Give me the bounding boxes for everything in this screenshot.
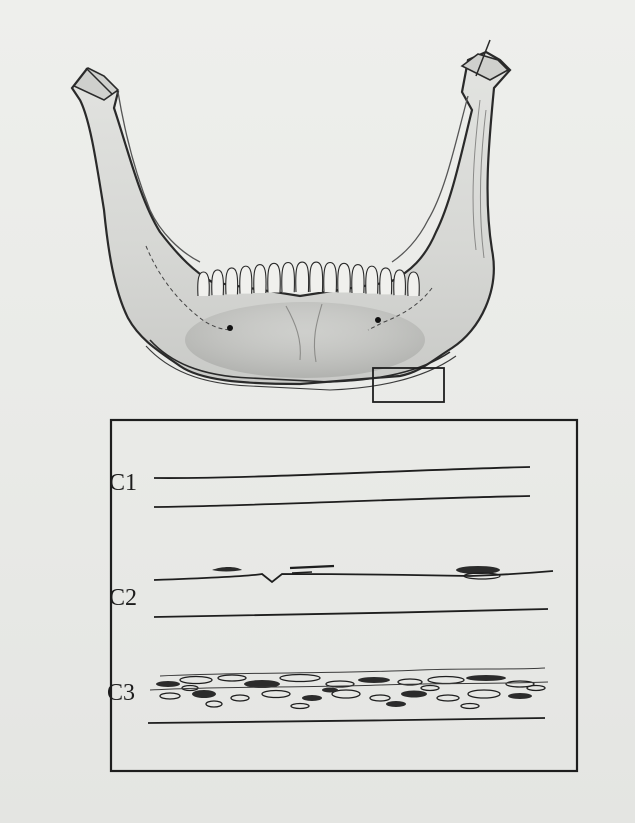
c3-lacuna: [262, 691, 290, 698]
c3-lacuna: [421, 686, 439, 691]
class-c3: C3: [107, 668, 548, 723]
c3-lacuna: [428, 677, 464, 684]
tooth: [282, 262, 295, 292]
tooth: [268, 263, 281, 292]
cortex-index-panel: C1 C2 C3: [107, 420, 577, 771]
label-c1: C1: [109, 470, 137, 496]
c3-lacuna: [280, 675, 320, 682]
c3-lacuna: [322, 688, 338, 693]
c3-lacuna: [508, 693, 532, 699]
c2-lacuna: [212, 567, 242, 572]
label-c3: C3: [107, 680, 135, 706]
c2-resorption-marks: [212, 566, 500, 579]
c3-lacuna: [180, 677, 212, 684]
right-mental-foramen: [375, 317, 381, 323]
c3-lacuna: [370, 695, 390, 701]
c3-lacuna: [437, 695, 459, 701]
mandible-drawing: [72, 40, 510, 402]
c3-trabecular-strand: [160, 668, 545, 676]
c1-periosteal-line: [154, 496, 530, 507]
c3-porous-cortex: [150, 668, 548, 709]
teeth-row: [198, 262, 420, 296]
tooth: [212, 270, 224, 295]
c3-lacuna: [358, 677, 390, 683]
c3-lacuna: [192, 690, 216, 698]
c3-lacuna: [218, 675, 246, 681]
c2-lacuna: [290, 566, 334, 568]
c3-lacuna: [468, 690, 500, 698]
c3-lacuna: [466, 675, 506, 681]
chin-shading: [185, 302, 425, 378]
c3-lacuna: [401, 691, 427, 698]
tooth: [310, 262, 323, 292]
class-c1: C1: [109, 467, 530, 507]
class-c2: C2: [109, 566, 553, 617]
c3-lacuna: [386, 701, 406, 707]
c3-trabecular-strand: [150, 682, 548, 690]
tooth: [394, 270, 406, 295]
tooth: [408, 272, 420, 296]
c3-lacuna: [527, 686, 545, 691]
tooth: [296, 262, 309, 292]
left-mental-foramen: [227, 325, 233, 331]
c1-endosteal-line: [154, 467, 530, 478]
c3-lacuna: [231, 695, 249, 701]
c2-periosteal-line: [154, 609, 548, 617]
c3-lacuna: [206, 701, 222, 707]
c3-lacuna: [302, 695, 322, 701]
c3-lacuna: [156, 681, 180, 687]
tooth: [352, 265, 364, 293]
label-c2: C2: [109, 585, 137, 611]
tooth: [254, 265, 266, 293]
tooth: [366, 266, 378, 294]
c3-lacuna: [291, 704, 309, 709]
tooth: [198, 272, 210, 296]
c3-periosteal-line: [148, 718, 545, 723]
c2-lacuna: [292, 572, 312, 573]
tooth: [380, 268, 392, 294]
tooth: [240, 266, 252, 294]
c3-lacuna: [461, 704, 479, 709]
tooth: [226, 268, 238, 294]
tooth: [338, 263, 351, 292]
tooth: [324, 262, 337, 292]
c3-lacuna: [160, 693, 180, 699]
